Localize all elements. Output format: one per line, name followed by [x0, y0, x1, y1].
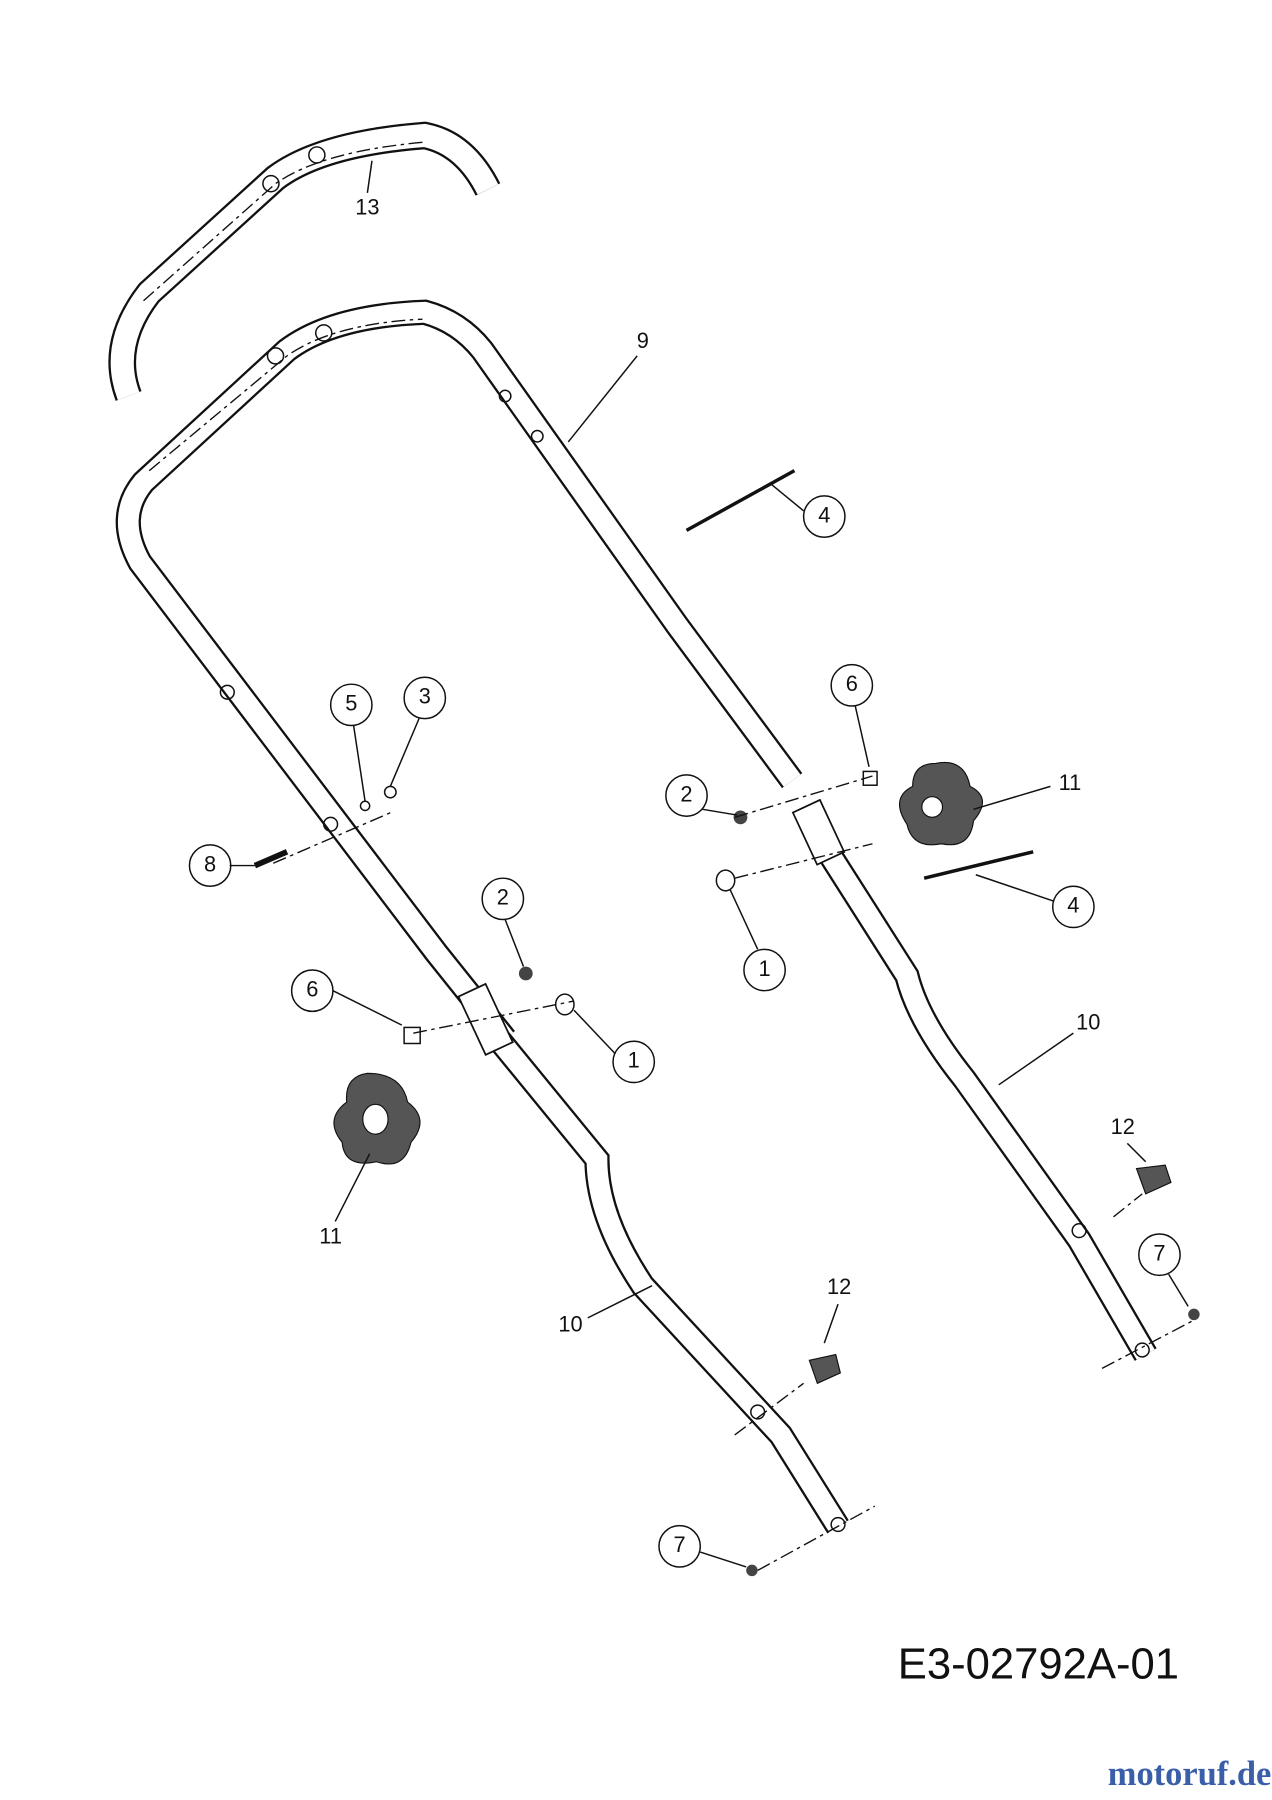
upper-grip-part [108, 121, 501, 401]
callout-10: 10 [558, 1312, 582, 1337]
callout-1: 1 [743, 948, 786, 992]
svg-text:12: 12 [827, 1274, 851, 1299]
callout-5: 5 [329, 683, 373, 727]
svg-text:7: 7 [1153, 1240, 1165, 1265]
svg-text:13: 13 [355, 195, 379, 220]
callout-1: 1 [612, 1040, 656, 1084]
svg-text:3: 3 [419, 684, 431, 709]
svg-text:12: 12 [1111, 1114, 1135, 1139]
callout-11: 11 [1059, 770, 1082, 795]
callout-2: 2 [481, 877, 525, 921]
callout-9: 9 [637, 328, 649, 353]
svg-text:7: 7 [674, 1532, 686, 1557]
svg-text:6: 6 [846, 671, 858, 696]
svg-text:6: 6 [306, 976, 318, 1001]
lower-handle-left [483, 1025, 849, 1534]
upper-handle-part [115, 299, 803, 1047]
lower-handle-right [815, 842, 1157, 1361]
callout-10: 10 [1076, 1010, 1100, 1035]
right-bracket [791, 798, 846, 866]
svg-text:1: 1 [759, 956, 771, 981]
svg-text:2: 2 [680, 781, 692, 806]
svg-text:1: 1 [628, 1048, 640, 1073]
callout-7: 7 [658, 1524, 702, 1568]
svg-text:11: 11 [1059, 770, 1082, 795]
svg-text:8: 8 [204, 851, 216, 876]
svg-text:9: 9 [637, 328, 649, 353]
callout-12: 12 [1111, 1114, 1135, 1139]
leader-lines [229, 160, 1189, 1568]
callout-6: 6 [830, 663, 874, 707]
svg-text:4: 4 [818, 502, 830, 527]
callout-4: 4 [1051, 885, 1095, 929]
watermark-logo: motoruf.de [1108, 1755, 1271, 1793]
svg-text:11: 11 [319, 1223, 342, 1248]
callout-7: 7 [1138, 1233, 1181, 1277]
callout-8: 8 [188, 844, 232, 887]
svg-text:2: 2 [497, 885, 509, 910]
callout-2: 2 [665, 774, 708, 817]
reference-code: E3-02792A-01 [898, 1640, 1179, 1688]
svg-text:10: 10 [1076, 1010, 1100, 1035]
svg-text:10: 10 [558, 1312, 582, 1337]
callout-4: 4 [802, 495, 846, 538]
callout-12: 12 [827, 1274, 851, 1299]
svg-text:4: 4 [1067, 893, 1079, 918]
cable-tie [923, 850, 1034, 880]
knob-icon [899, 761, 983, 846]
cable-tie [685, 469, 796, 532]
svg-text:5: 5 [345, 691, 357, 716]
callout-3: 3 [403, 676, 447, 720]
callout-13: 13 [355, 195, 379, 220]
callout-11: 11 [319, 1223, 342, 1248]
assembly-lines [272, 775, 1195, 1572]
callout-6: 6 [290, 969, 334, 1013]
knob-icon [333, 1072, 421, 1165]
